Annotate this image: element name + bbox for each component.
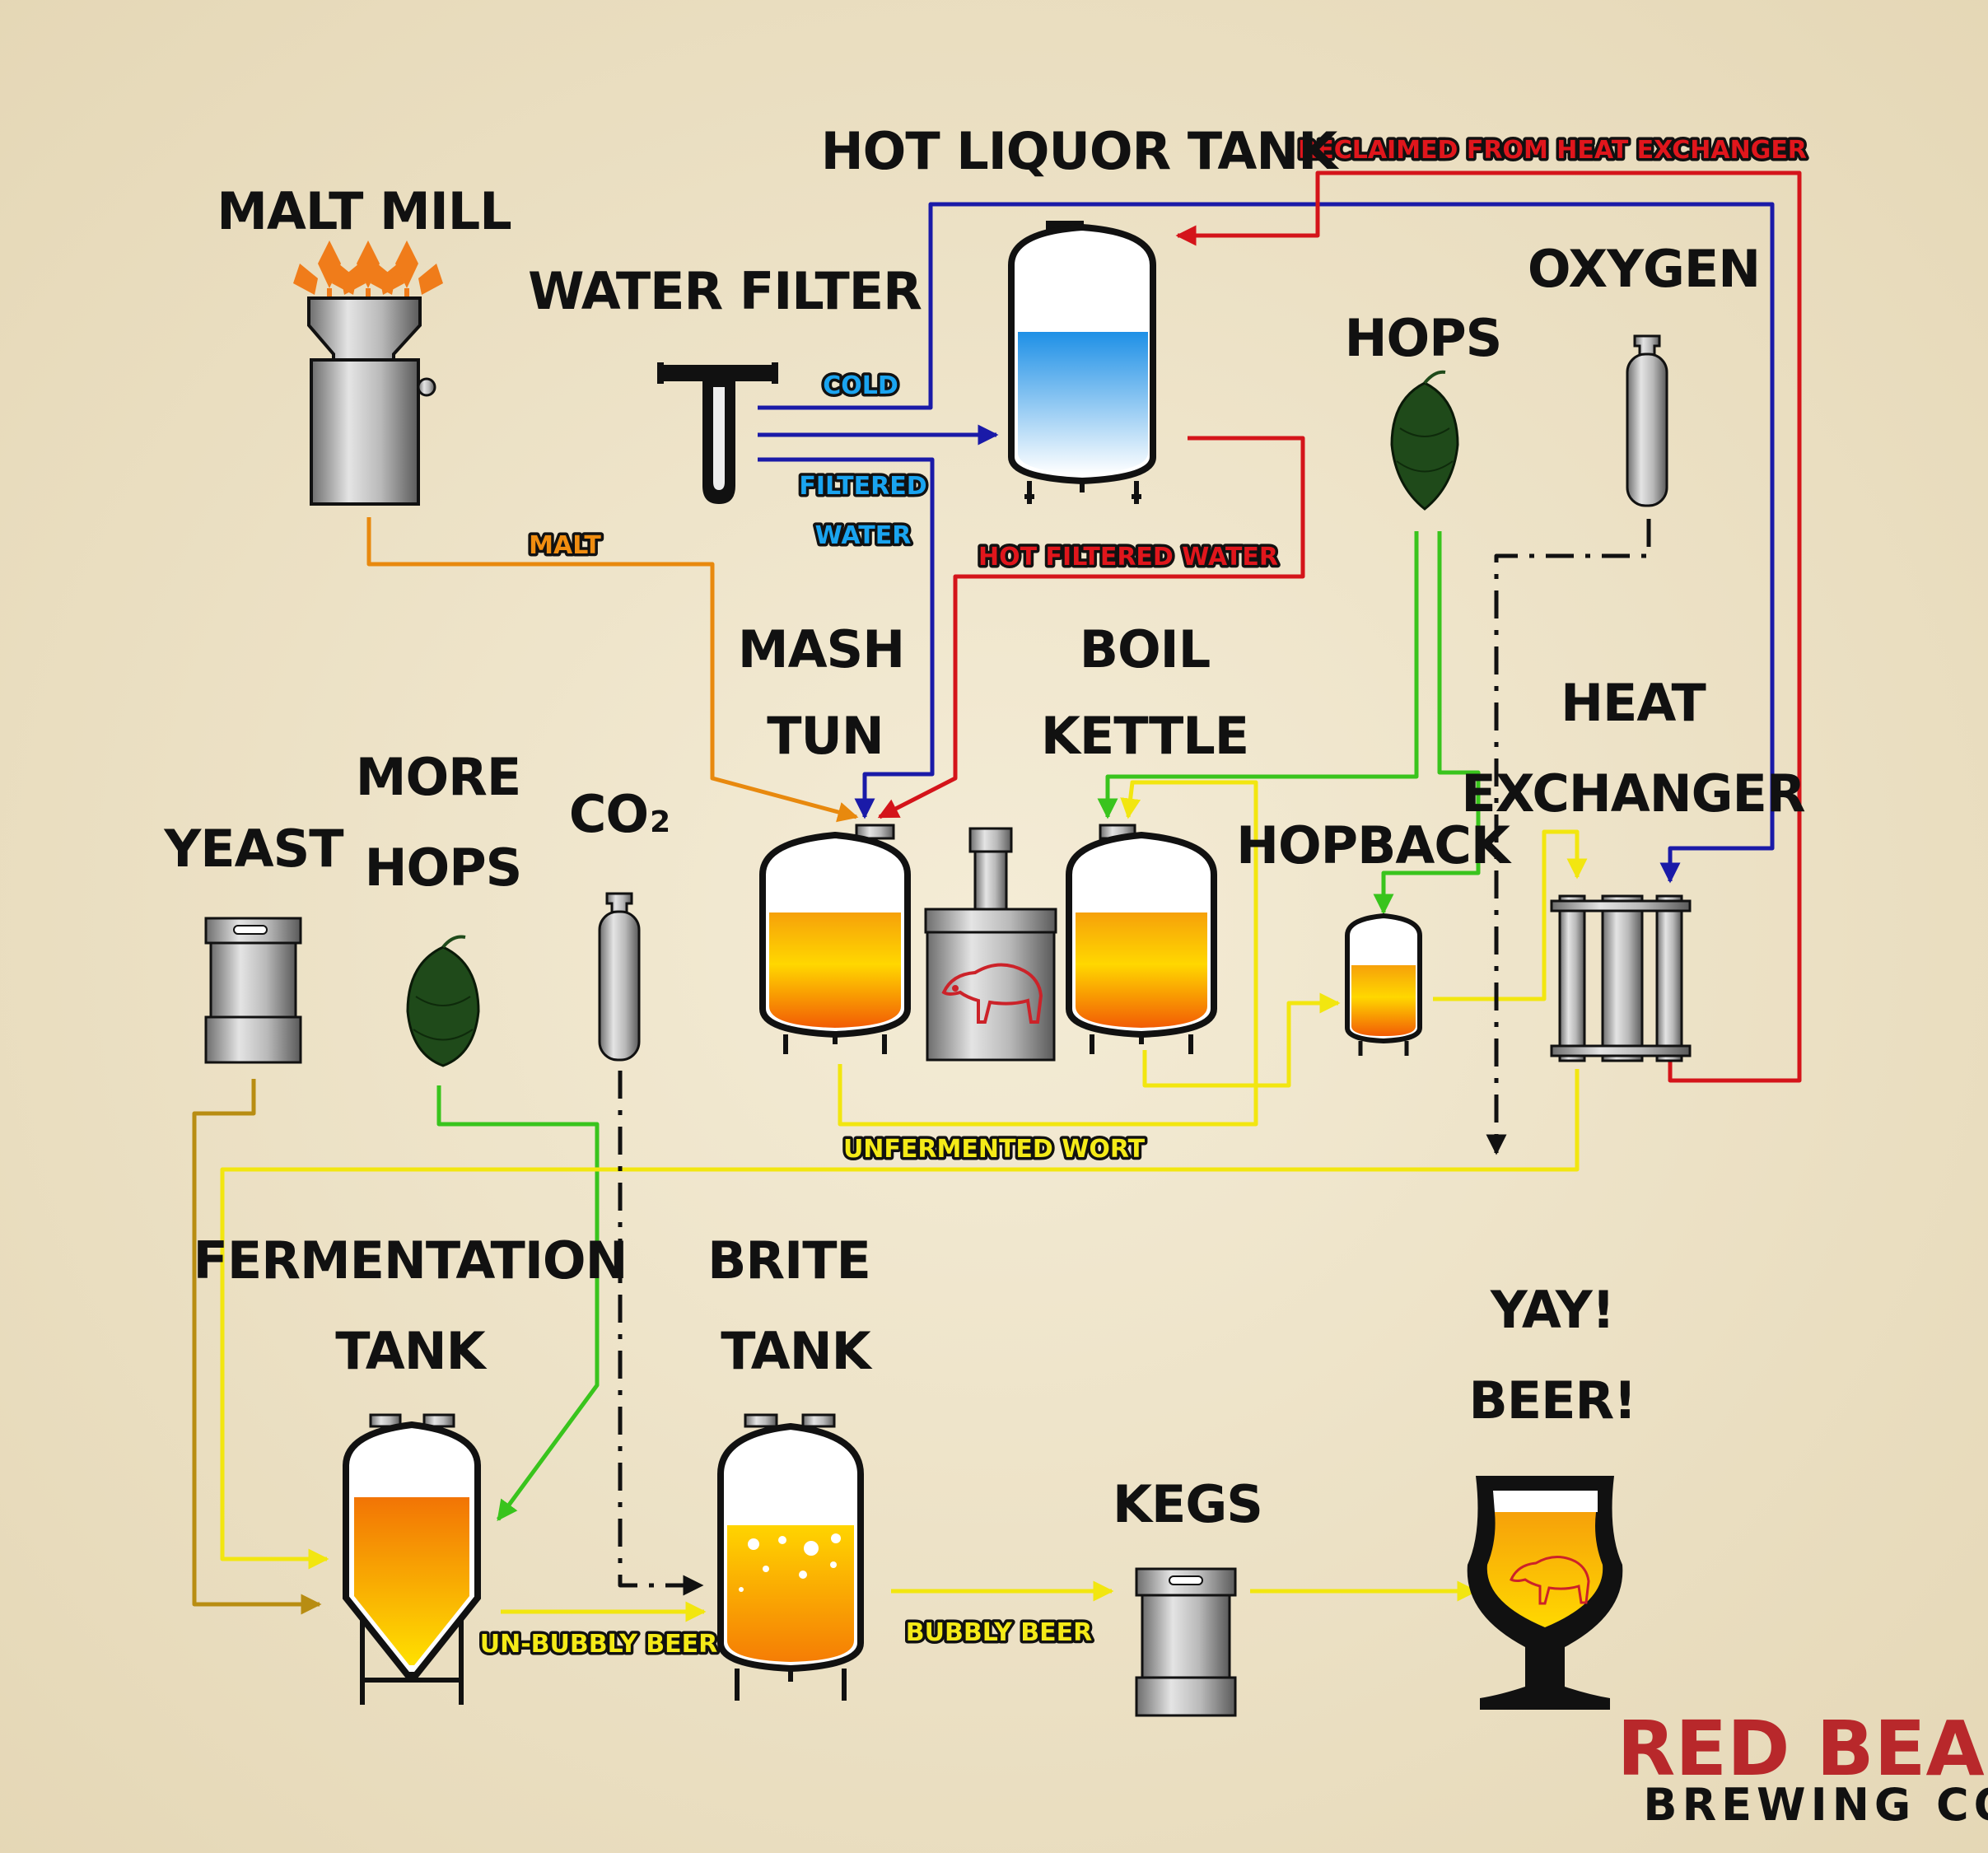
hops-title: HOPS — [1345, 308, 1502, 368]
co2-title: CO2 — [569, 784, 670, 844]
mash-tun-title-1: MASH — [738, 619, 904, 679]
hops-kettle-line — [1097, 531, 1419, 819]
mash-tun — [759, 824, 911, 1054]
glass-bear-icon — [1510, 1556, 1590, 1605]
cold-label: COLD — [823, 371, 898, 400]
mill-body — [310, 358, 420, 506]
bubbles — [739, 1533, 841, 1592]
flow-labels: RECLAIMED FROM HEAT EXCHANGER COLD FILTE… — [477, 133, 1809, 1662]
kegs — [1135, 1567, 1237, 1717]
more-hops-title-1: MORE — [356, 747, 521, 807]
heat-exchanger — [1550, 894, 1692, 1062]
co2-main: CO — [569, 784, 648, 844]
kegs-title: KEGS — [1113, 1474, 1262, 1534]
hopback-title: HOPBACK — [1236, 815, 1512, 875]
co2-tank — [598, 892, 641, 1062]
heat-exchanger-title-2: EXCHANGER — [1461, 763, 1804, 824]
yeast-keg — [204, 917, 302, 1064]
yay-title-1: YAY! — [1490, 1280, 1614, 1340]
fermentation-tank-title-2: TANK — [335, 1321, 487, 1381]
filtered-label-1: FILTERED — [799, 472, 926, 501]
fire-box — [924, 827, 1057, 1062]
logo-line2: BREWING CO — [1643, 1779, 1988, 1831]
wort-hx-fermentation-line — [220, 1069, 1580, 1570]
flow-lines — [192, 170, 1802, 1622]
brite-tank-title-1: BRITE — [707, 1230, 870, 1291]
yay-title-2: BEER! — [1469, 1370, 1636, 1431]
oxygen-title: OXYGEN — [1528, 239, 1760, 299]
yeast-line — [192, 1079, 322, 1615]
hot-filtered-water-line — [877, 436, 1305, 819]
boil-kettle-title-2: KETTLE — [1041, 706, 1248, 766]
fermentation-tank — [343, 1413, 481, 1705]
titles: MALT MILL WATER FILTER HOT LIQUOR TANK H… — [163, 121, 1805, 1534]
bear-icon — [941, 963, 1043, 1024]
hot-liquor-tank-title: HOT LIQUOR TANK — [821, 121, 1339, 181]
mill-handle — [417, 377, 436, 397]
co2-subscript: 2 — [650, 805, 670, 839]
un-bubbly-beer-label: UN-BUBBLY BEER — [480, 1630, 717, 1659]
wheat-icon — [293, 240, 443, 300]
water-filter — [657, 362, 778, 504]
brite-tank — [717, 1413, 864, 1701]
logo-line1: RED BEAR — [1617, 1705, 1988, 1793]
reclaimed-hot-line — [1175, 170, 1802, 1083]
co2-line — [618, 1071, 704, 1596]
malt-mill-title: MALT MILL — [217, 181, 511, 241]
reclaimed-label: RECLAIMED FROM HEAT EXCHANGER — [1298, 136, 1807, 165]
hopback — [1345, 912, 1422, 1056]
oxygen-line — [1486, 519, 1651, 1155]
water-filter-title: WATER FILTER — [528, 261, 922, 321]
filtered-water-mash-line — [758, 457, 935, 819]
malt-mill — [293, 240, 443, 506]
wort-hopback-hx-line — [1433, 829, 1588, 1001]
yeast-title: YEAST — [163, 819, 343, 879]
wort-kettle-hopback-line — [1142, 992, 1341, 1088]
bubbly-beer-label: BUBBLY BEER — [906, 1618, 1093, 1647]
malt-label: MALT — [529, 531, 601, 560]
boil-kettle — [1066, 824, 1217, 1054]
red-bear-logo: RED BEAR BREWING CO — [1617, 1705, 1988, 1831]
brite-tank-title-2: TANK — [721, 1321, 872, 1381]
hops-cone-icon — [1390, 370, 1459, 511]
malt-line — [366, 517, 859, 823]
wort-mash-kettle-line — [838, 780, 1258, 1127]
unfermented-wort-label: UNFERMENTED WORT — [843, 1135, 1146, 1164]
cold-water-line — [758, 202, 1775, 884]
filtered-label-2: WATER — [815, 521, 912, 550]
fermentation-tank-title-1: FERMENTATION — [194, 1230, 628, 1291]
oxygen-tank — [1626, 334, 1668, 507]
heat-exchanger-title-1: HEAT — [1561, 673, 1706, 733]
more-hops-title-2: HOPS — [365, 838, 522, 898]
hops-hopback-line — [1373, 531, 1481, 915]
beer-glass-icon — [1467, 1476, 1623, 1710]
hot-liquor-tank — [1008, 221, 1156, 504]
more-hops-line — [436, 1085, 600, 1522]
mash-tun-title-2: TUN — [767, 706, 884, 766]
more-hops-cone-icon — [406, 935, 480, 1067]
hot-filtered-water-label: HOT FILTERED WATER — [978, 543, 1278, 572]
boil-kettle-title-1: BOIL — [1080, 619, 1211, 679]
